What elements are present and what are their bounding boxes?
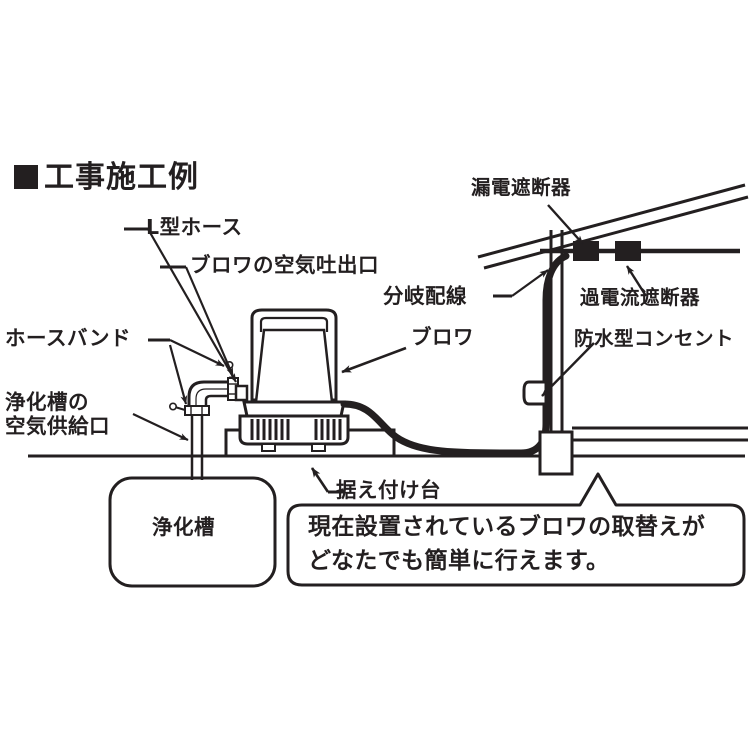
septic-supply-pipe <box>190 410 204 480</box>
label-blower: ブロワ <box>411 325 474 349</box>
leader-hose-band <box>148 338 225 405</box>
leader-mounting-base <box>310 467 344 494</box>
hose-band-lower <box>169 402 210 416</box>
label-earth-leakage-breaker: 漏電遮断器 <box>471 176 572 199</box>
kerb-lines <box>572 426 748 442</box>
callout-line2: どなたでも簡単に行えます。 <box>308 548 610 574</box>
leader-branch-wiring <box>493 269 549 298</box>
callout-line1: 現在設置されているブロワの取替えが <box>308 514 706 540</box>
leader-septic-air-supply <box>132 413 189 441</box>
label-branch-wiring: 分岐配線 <box>383 284 467 308</box>
black-square-bullet-icon <box>14 165 38 189</box>
label-overcurrent-breaker: 過電流遮断器 <box>580 286 701 309</box>
blower-louver-left <box>249 419 293 440</box>
leader-blower-air-outlet <box>160 265 235 377</box>
blower-unit <box>234 308 350 452</box>
leader-earth-leakage-breaker <box>547 204 584 245</box>
eave-beam <box>477 183 749 270</box>
blower-louver-right <box>314 419 342 440</box>
page-title: 工事施工例 <box>14 160 199 195</box>
label-blower-air-outlet: ブロワの空気吐出口 <box>190 253 379 277</box>
l-shaped-hose <box>187 380 236 412</box>
label-waterproof-outlet: 防水型コンセント <box>574 327 735 350</box>
leader-l-hose <box>124 227 237 383</box>
label-septic-air-supply-port-line1: 浄化槽の <box>5 390 89 414</box>
label-septic-tank: 浄化槽 <box>152 515 215 539</box>
leader-overcurrent-breaker <box>625 265 648 297</box>
earth-leakage-breaker <box>573 241 599 261</box>
label-mounting-base: 据え付け台 <box>336 478 441 502</box>
label-l-hose: L型ホース <box>146 215 243 239</box>
label-septic-air-supply-port-line2: 空気供給口 <box>5 414 110 439</box>
utility-pole <box>549 230 564 470</box>
label-hose-band: ホースバンド <box>5 326 131 350</box>
power-cord <box>340 252 570 457</box>
overcurrent-breaker <box>615 241 641 261</box>
waterproof-outlet <box>522 380 548 406</box>
callout-balloon <box>286 472 746 587</box>
leader-blower <box>341 346 407 374</box>
page-title-text: 工事施工例 <box>44 160 199 195</box>
ground-junction-box <box>538 430 574 476</box>
leader-waterproof-outlet <box>541 342 595 397</box>
label-septic-air-supply-port: 浄化槽の 空気供給口 <box>5 390 110 438</box>
